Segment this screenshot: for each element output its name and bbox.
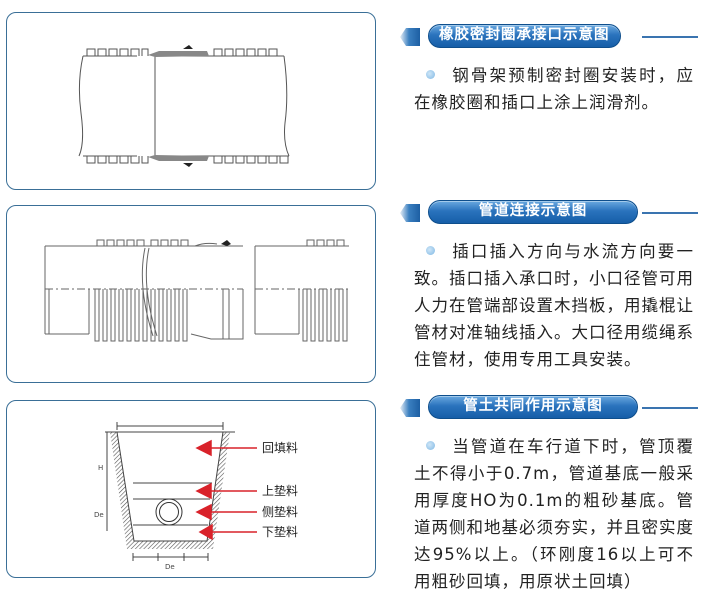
section-pipe-connection: 管道连接示意图 插口插入方向与水流方向要一致。插口插入承口时，小口径管可用人力在… [398, 198, 712, 373]
section-title: 管道连接示意图 [428, 200, 638, 224]
header-rule [642, 212, 698, 214]
seal-joint-diagram [78, 45, 290, 167]
diagram-panel-seal-joint [6, 12, 376, 190]
dim-label-de-side: De [94, 511, 104, 519]
header-rule [642, 407, 698, 409]
dim-label-h: H [98, 464, 103, 472]
header-marker-icon [400, 204, 420, 222]
dim-label-de-bottom: De [165, 563, 175, 571]
bullet-icon [426, 246, 435, 255]
section-text: 插口插入方向与水流方向要一致。插口插入承口时，小口径管可用人力在管端部设置木挡板… [414, 242, 694, 369]
header-rule [642, 36, 698, 38]
header-marker-icon [400, 399, 420, 417]
header-marker-icon [400, 28, 420, 46]
section-pipe-soil: 管土共同作用示意图 当管道在车行道下时，管顶覆土不得小于0.7m，管道基底一般采… [398, 393, 712, 595]
section-text: 钢骨架预制密封圈安装时，应在橡胶圈和插口上涂上润滑剂。 [414, 66, 694, 112]
section-body: 插口插入方向与水流方向要一致。插口插入承口时，小口径管可用人力在管端部设置木挡板… [398, 238, 712, 373]
label-side-bedding: 侧垫料 [262, 504, 298, 519]
bullet-icon [426, 70, 435, 79]
diagram-panel-pipe-soil: H De De 回填料 上垫料 侧垫料 下垫料 [6, 400, 376, 578]
pipe-soil-diagram: H De De 回填料 上垫料 侧垫料 下垫料 [94, 422, 298, 571]
pipe-connection-diagram [44, 239, 349, 342]
section-seal-joint: 橡胶密封圈承接口示意图 钢骨架预制密封圈安装时，应在橡胶圈和插口上涂上润滑剂。 [398, 22, 712, 116]
section-text: 当管道在车行道下时，管顶覆土不得小于0.7m，管道基底一般采用厚度HO为0.1m… [414, 437, 694, 591]
label-backfill: 回填料 [262, 441, 298, 455]
section-header: 管土共同作用示意图 [398, 393, 712, 423]
section-body: 当管道在车行道下时，管顶覆土不得小于0.7m，管道基底一般采用厚度HO为0.1m… [398, 433, 712, 595]
section-header: 橡胶密封圈承接口示意图 [398, 22, 712, 52]
arrow-icons [195, 439, 257, 541]
section-body: 钢骨架预制密封圈安装时，应在橡胶圈和插口上涂上润滑剂。 [398, 62, 712, 116]
section-title: 橡胶密封圈承接口示意图 [428, 24, 621, 48]
label-upper-bedding: 上垫料 [262, 483, 298, 498]
label-lower-bedding: 下垫料 [262, 524, 298, 539]
diagram-panel-pipe-connection [6, 205, 376, 383]
bullet-icon [426, 441, 435, 450]
section-title: 管土共同作用示意图 [428, 395, 638, 419]
section-header: 管道连接示意图 [398, 198, 712, 228]
